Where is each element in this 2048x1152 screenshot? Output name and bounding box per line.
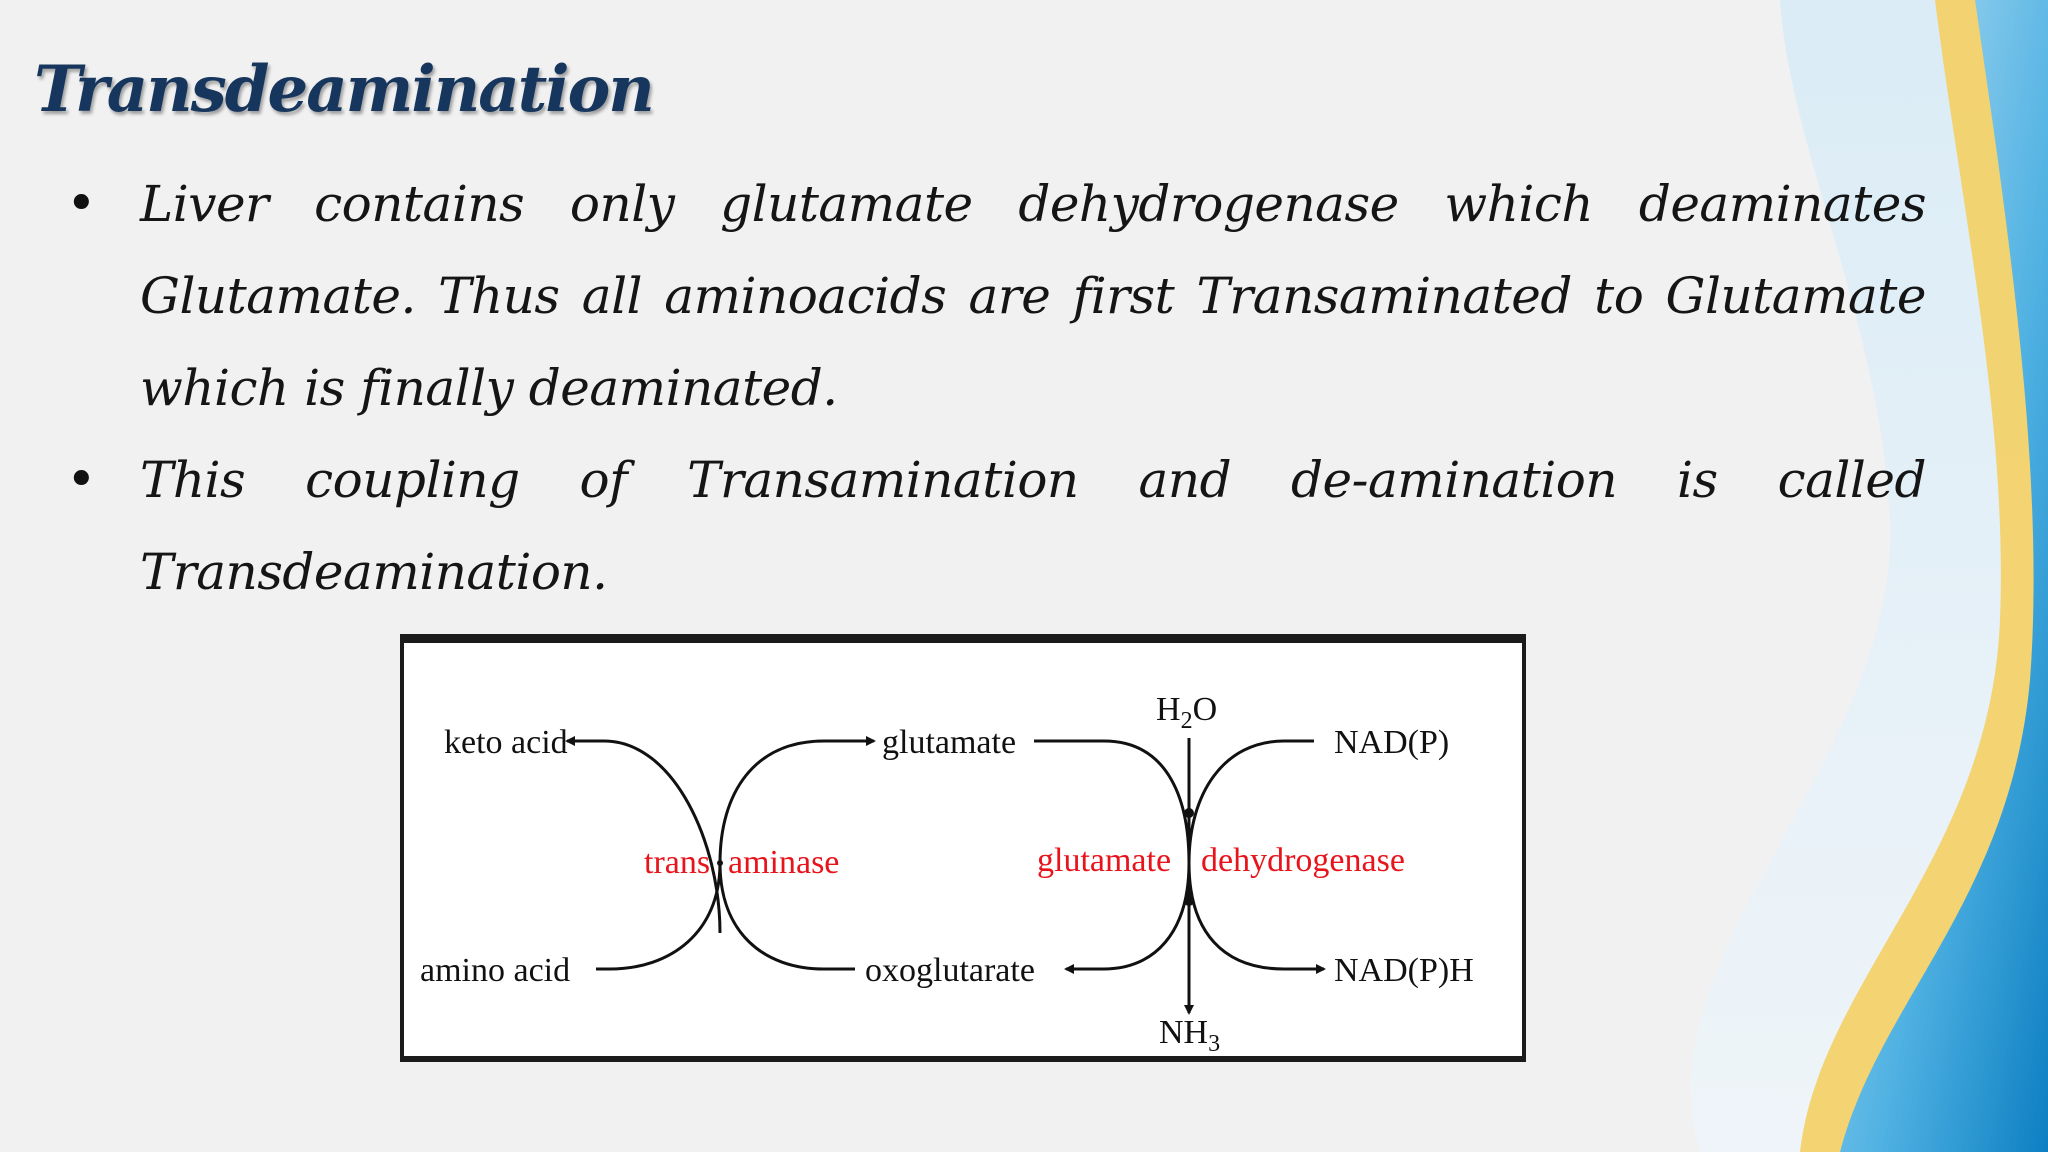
glutamate-arrow: [718, 736, 876, 864]
diagram-canvas: keto acid amino acid glutamate oxoglutar…: [420, 691, 1474, 1056]
keto-acid-arrow: [565, 736, 722, 934]
bullet-item: • This coupling of Transamination and de…: [60, 434, 1927, 618]
amino-acid-label: amino acid: [420, 952, 570, 989]
bullet-text: Liver contains only glutamate dehydrogen…: [140, 175, 1927, 417]
transaminase-label-part1: trans: [644, 844, 710, 881]
nadp-label: NAD(P): [1334, 724, 1449, 761]
bullet-dot-icon: •: [66, 174, 97, 234]
transaminase-label-part2: aminase: [728, 844, 839, 881]
nadph-arrow: [1187, 862, 1326, 974]
oxoglutarate-label: oxoglutarate: [865, 952, 1035, 989]
gdh-label-part2: dehydrogenase: [1201, 842, 1405, 879]
gdh-label-part1: glutamate: [1037, 842, 1171, 879]
nh3-label: NH3: [1159, 1014, 1220, 1056]
amino-acid-curve: [596, 862, 722, 971]
bullet-list: • Liver contains only glutamate dehydrog…: [60, 158, 1927, 618]
blue-wave: [1840, 0, 2048, 1152]
glutamate-label: glutamate: [882, 724, 1016, 761]
nadph-label: NAD(P)H: [1334, 952, 1474, 989]
slide-title: Transdeamination: [34, 52, 655, 127]
nadp-curve: [1187, 739, 1314, 864]
oxoglutarate-arrow: [1064, 862, 1191, 974]
oxoglutarate-curve-left: [718, 862, 855, 971]
bullet-dot-icon: •: [66, 450, 97, 510]
bullet-item: • Liver contains only glutamate dehydrog…: [60, 158, 1927, 434]
h2o-label: H2O: [1156, 691, 1217, 734]
keto-acid-label: keto acid: [444, 724, 568, 761]
bullet-text: This coupling of Transamination and de-a…: [140, 451, 1927, 601]
transdeamination-diagram: keto acid amino acid glutamate oxoglutar…: [400, 634, 1526, 1062]
